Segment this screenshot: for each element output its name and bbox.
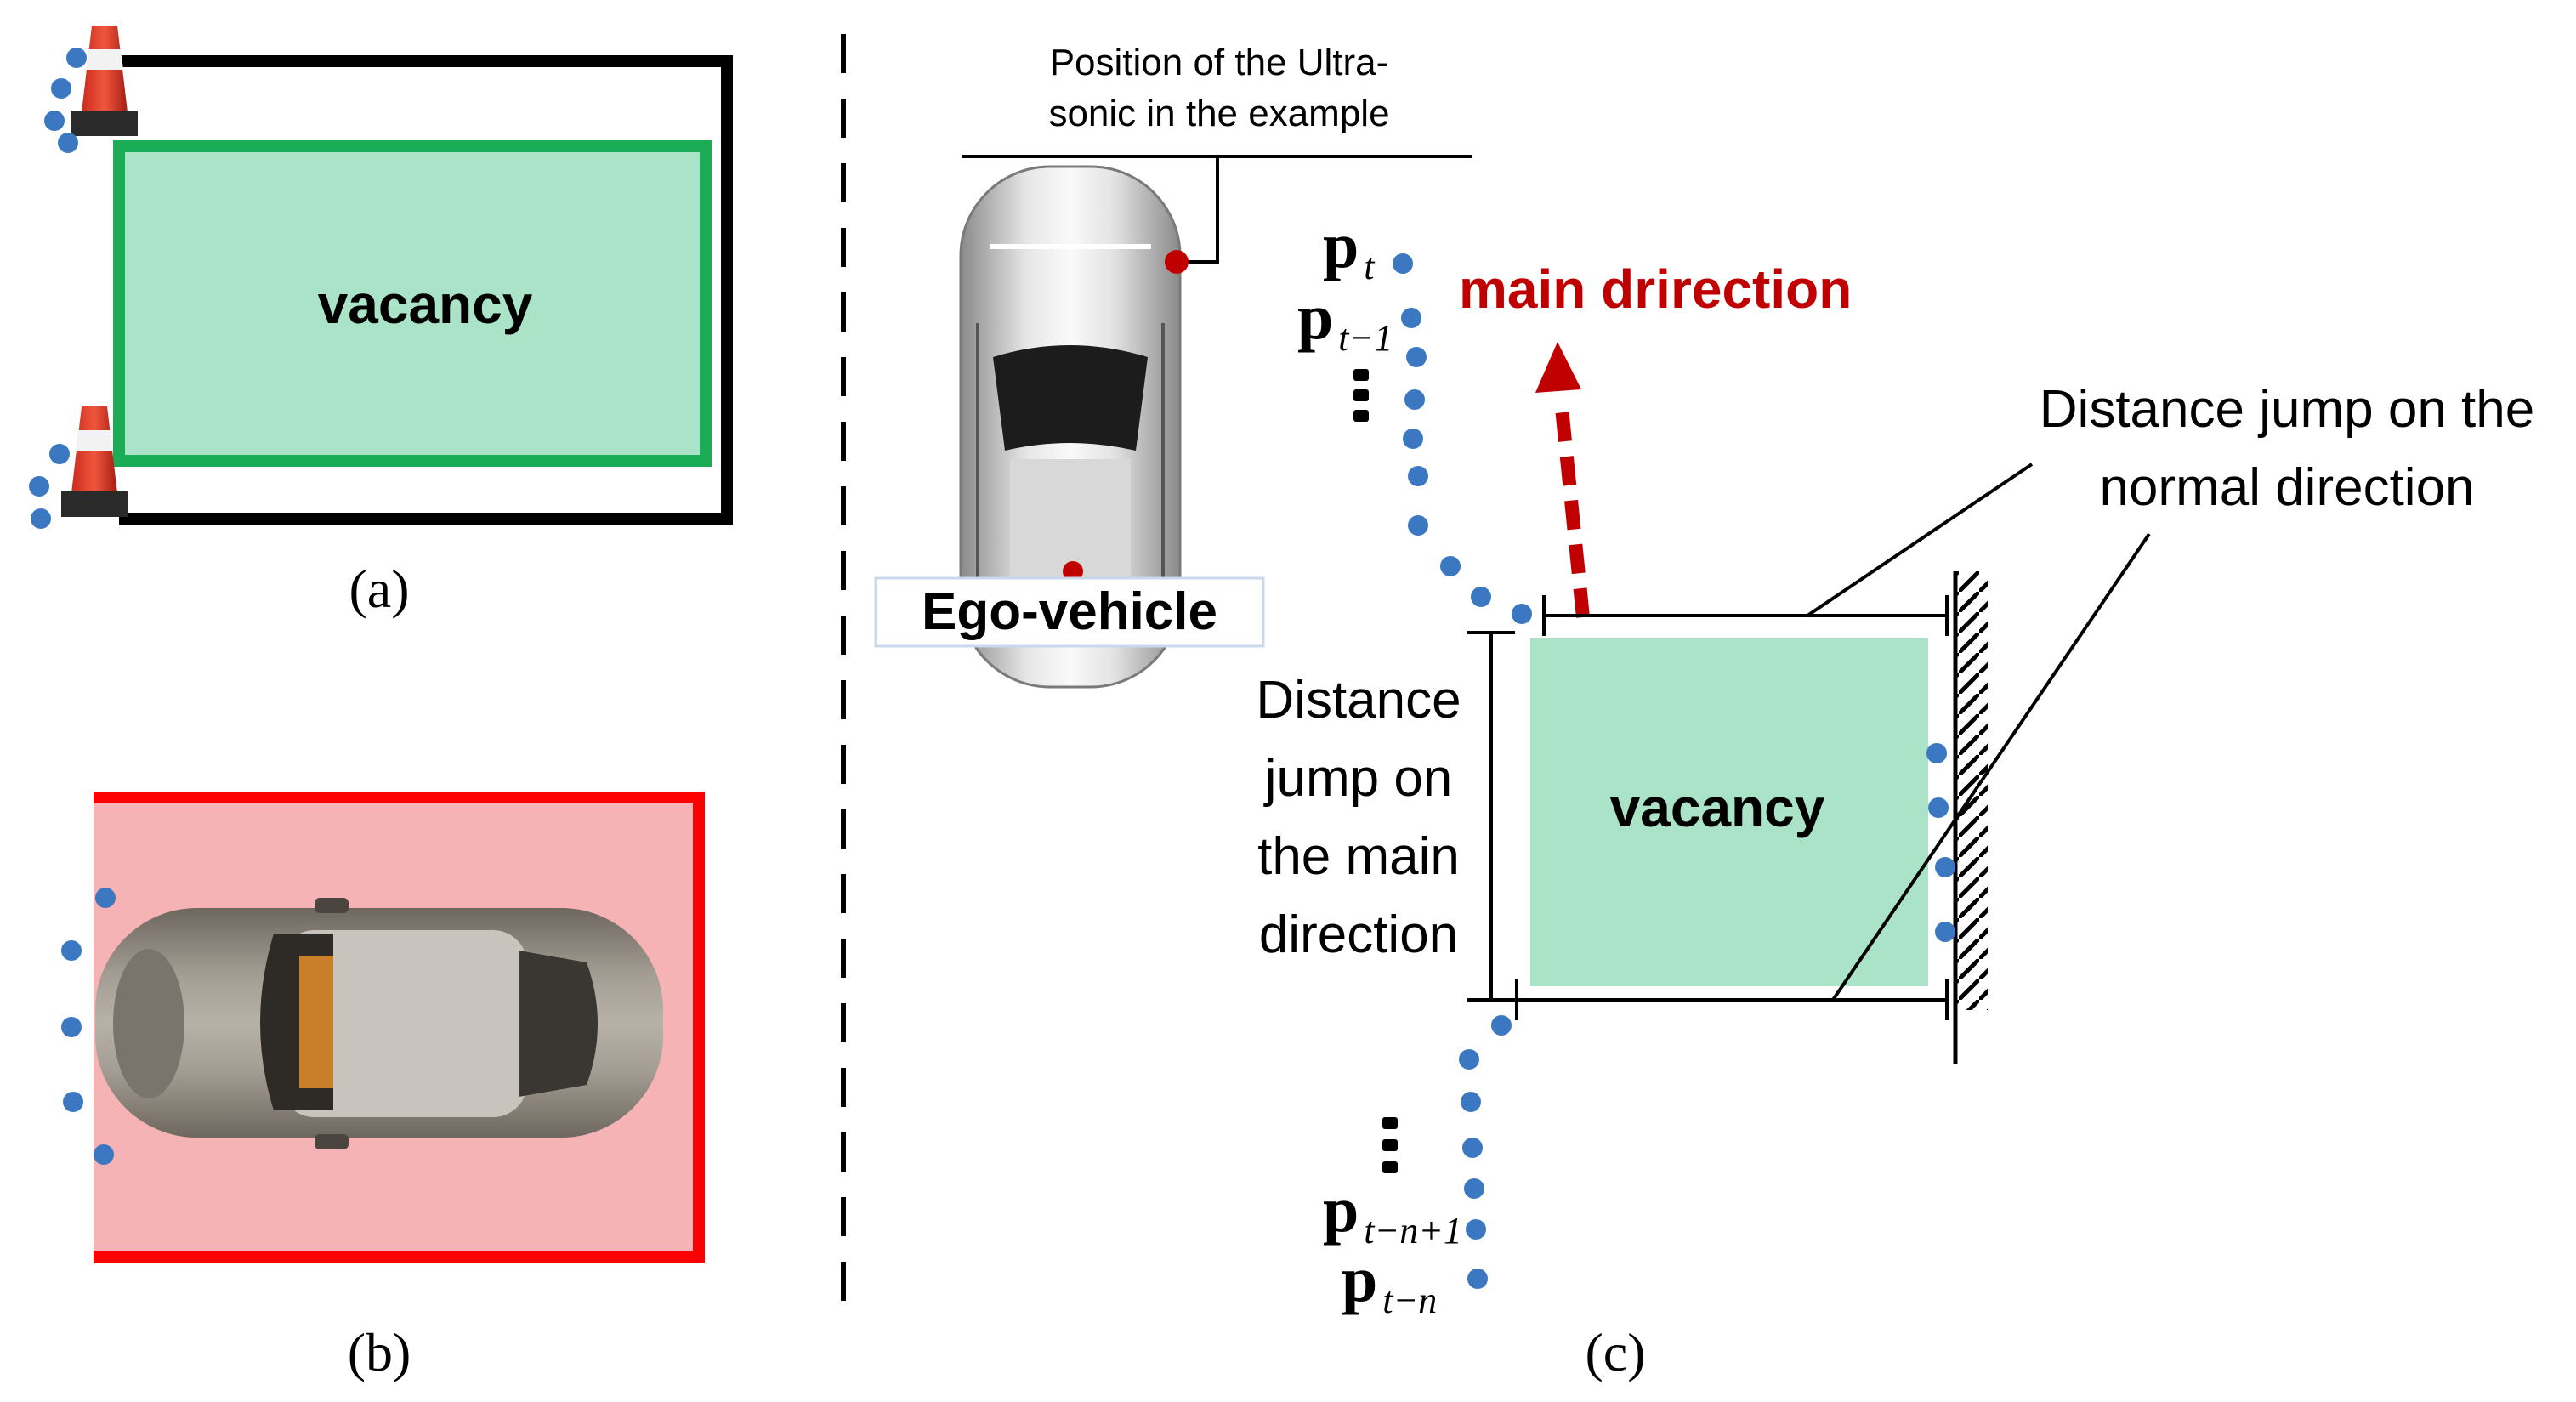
arrow-head-icon [1535,342,1581,393]
ellipsis-icon [1382,1117,1398,1173]
panel-c: Position of the Ultra- sonic in the exam… [874,42,2534,1382]
caption-a: (a) [349,559,409,619]
p-tn1-subscript: t−n+1 [1364,1210,1462,1252]
parked-car-icon [95,898,663,1149]
main-jump-line3: the main [1257,827,1460,886]
sensor-points-a [29,48,87,529]
vacancy-label-c: vacancy [1610,777,1825,838]
vacancy-area-a [113,140,712,467]
caption-b: (b) [348,1322,411,1382]
rear-sensor-dot [1063,561,1083,582]
ultrasonic-sensor-dot [1165,250,1189,274]
sensor-points-b [61,888,116,1165]
normal-leader-bottom [1831,532,2151,1002]
main-jump-line2: jump on [1263,749,1453,808]
main-jump-line1: Distance [1256,671,1461,729]
main-jump-line4: direction [1259,905,1458,964]
p-t1-subscript: t−1 [1338,317,1393,359]
ego-label-box [874,576,1265,648]
main-direction-arrow [1554,399,1590,618]
main-direction-label: main drirection [1459,258,1852,320]
sensor-points-upper [1393,253,1532,624]
p-t-subscript: t [1364,246,1376,287]
wall-hatch-icon [1953,571,1988,1064]
traffic-cone-icon [71,26,138,136]
ultrasonic-note-line1: Position of the Ultra- [1050,42,1389,83]
ultrasonic-note-line2: sonic in the example [1048,93,1389,134]
caption-c: (c) [1585,1322,1645,1382]
ellipsis-icon [1353,369,1369,422]
normal-jump-line2: normal direction [2099,458,2474,517]
note-leader [1178,156,1219,264]
vacancy-area-c [1530,638,1928,986]
ego-label: Ego-vehicle [922,582,1217,641]
sensor-points-lower [1459,1015,1512,1289]
p-tn-subscript: t−n [1382,1280,1437,1321]
sensor-points-wall [1926,743,1955,942]
traffic-cone-icon [61,406,128,517]
normal-jump-line1: Distance jump on the [2040,380,2534,439]
slot-outline [119,55,733,525]
panel-a: vacancy (a) [29,26,733,619]
vacancy-label-a: vacancy [318,274,533,335]
normal-leader-top [1806,463,2034,617]
panel-b: (b) [61,792,705,1382]
